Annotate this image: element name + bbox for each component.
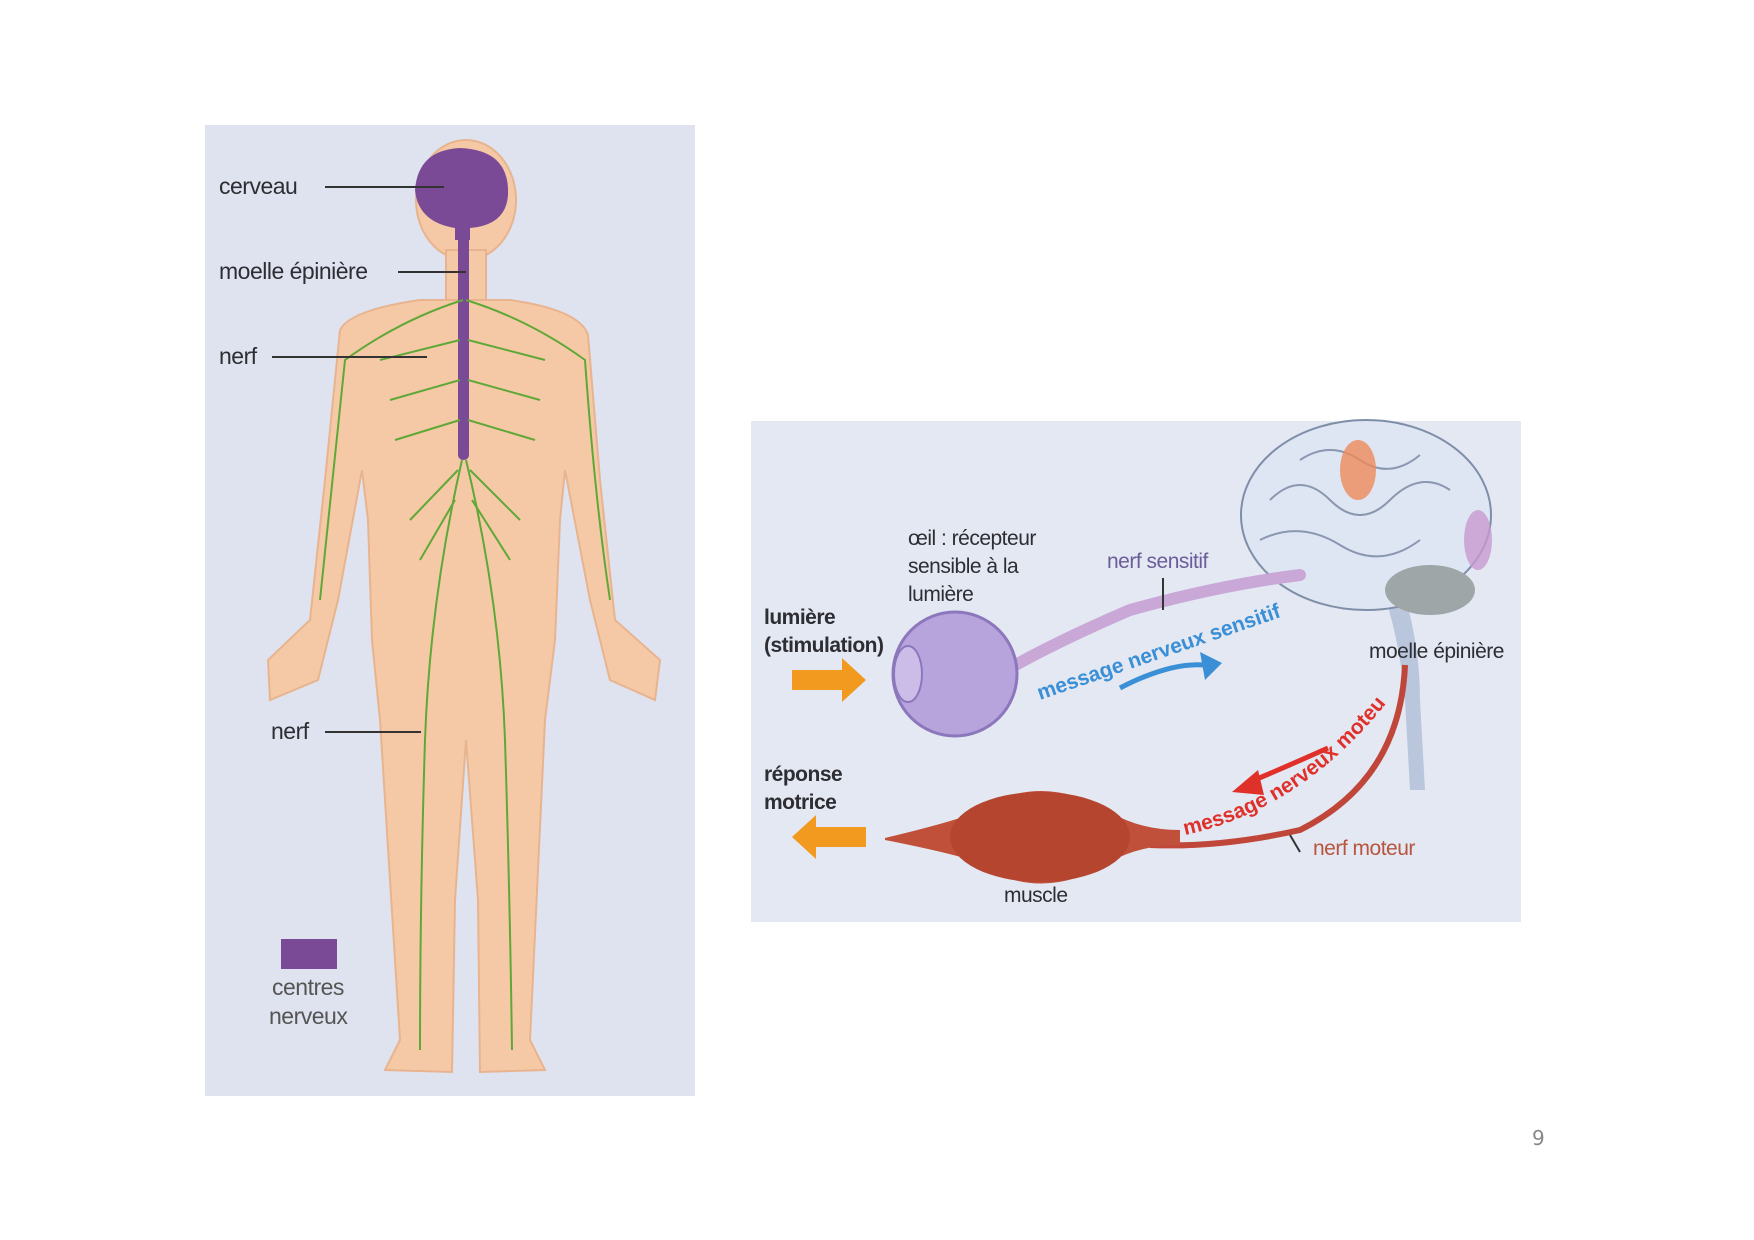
label-sensory-nerve: nerf sensitif xyxy=(1107,550,1208,573)
legend-label-line1: centres xyxy=(272,974,344,1000)
muscle-icon xyxy=(885,791,1180,884)
label-nerve-upper: nerf xyxy=(219,343,257,369)
spinal-cord xyxy=(1380,580,1425,790)
label-eye-line3: lumière xyxy=(908,583,974,606)
brain-icon xyxy=(1240,419,1492,615)
nervous-system-figure xyxy=(205,125,695,1096)
label-nerve-lower: nerf xyxy=(271,718,309,744)
nerve-centers xyxy=(415,148,509,460)
motor-direction-arrow-icon xyxy=(1232,745,1330,795)
label-motor-nerve: nerf moteur xyxy=(1313,837,1415,860)
response-arrow-icon xyxy=(792,815,866,859)
legend-swatch xyxy=(281,939,337,969)
label-muscle: muscle xyxy=(1004,884,1068,907)
sensory-nerve xyxy=(1004,569,1306,674)
motor-nerve xyxy=(1149,664,1408,849)
label-response-line2: motrice xyxy=(764,791,837,814)
label-eye-line2: sensible à la xyxy=(908,555,1019,578)
nerves xyxy=(319,299,611,1051)
label-spinal-cord-right: moelle épinière xyxy=(1369,640,1504,663)
label-brain: cerveau xyxy=(219,173,298,199)
sensory-direction-arrow-icon xyxy=(1118,652,1222,691)
eye-icon xyxy=(891,610,1019,738)
legend-label-line2: nerveux xyxy=(269,1003,348,1029)
label-stimulus-line1: lumière xyxy=(764,606,836,629)
page-number: 9 xyxy=(1532,1126,1545,1150)
stimulus-arrow-icon xyxy=(792,658,866,702)
label-stimulus-line2: (stimulation) xyxy=(764,634,884,657)
label-eye-line1: œil : récepteur xyxy=(908,527,1036,550)
label-spinal-cord: moelle épinière xyxy=(219,258,368,284)
label-response-line1: réponse xyxy=(764,763,843,786)
